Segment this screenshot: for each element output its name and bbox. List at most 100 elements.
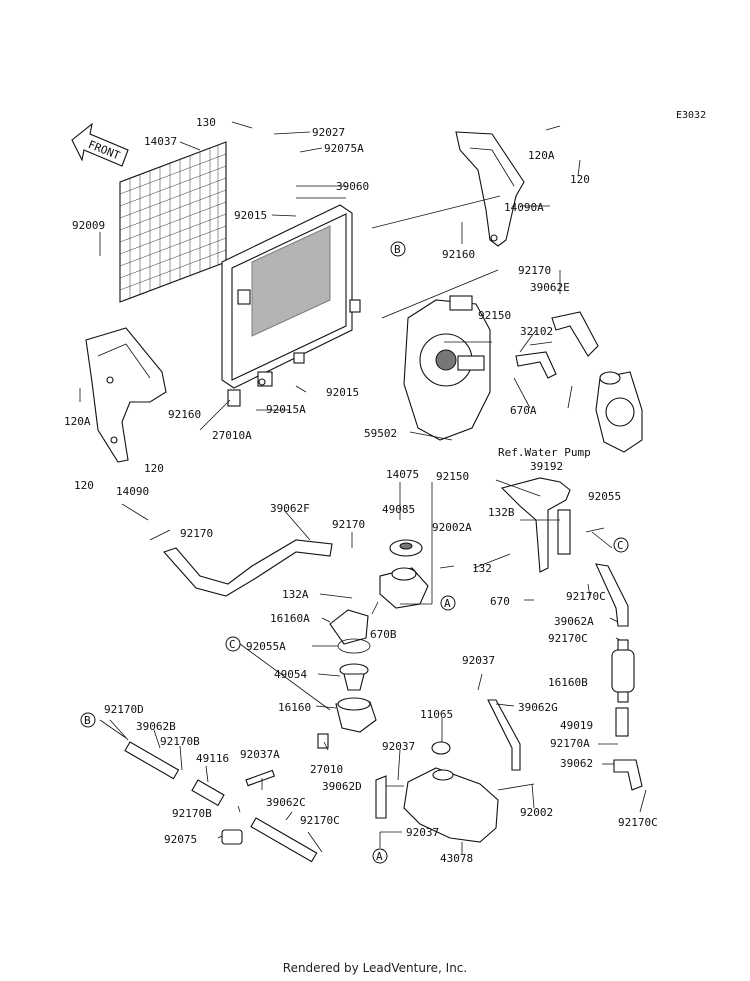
part-label: 39062A [554,615,594,628]
hose-39062F [163,539,333,597]
part-label: 27010A [212,429,252,442]
part-label: 92160 [442,248,475,261]
ref-marker-B-2: B [80,712,96,728]
part-label: 92075 [164,833,197,846]
filler-neck-49085 [389,539,423,557]
grommet-92075 [221,829,243,845]
housing-16160A [329,609,369,645]
part-label: 92160 [168,408,201,421]
part-label: 32102 [520,325,553,338]
part-label: 92170B [160,735,200,748]
part-label: 39062F [270,502,310,515]
part-label: 670 [490,595,510,608]
ref-marker-A-2: A [372,848,388,864]
pipe-32102 [515,351,557,379]
part-label: 39062G [518,701,558,714]
part-label: 120A [64,415,91,428]
part-label: 49054 [274,668,307,681]
radiator-screen [119,141,227,303]
water-pump-housing [595,371,643,453]
ref-marker-C-2: C [225,636,241,652]
part-label: 92009 [72,219,105,232]
part-label: 92015 [326,386,359,399]
right-shroud [455,131,525,247]
part-label: 132B [488,506,515,519]
part-label: 92055 [588,490,621,503]
part-label: 92170 [180,527,213,540]
part-label: 120 [570,173,590,186]
part-label: 92002 [520,806,553,819]
ref-water-pump-note: Ref.Water Pump [498,446,591,459]
part-label: 92170D [104,703,144,716]
part-label: 120 [144,462,164,475]
part-label: 59502 [364,427,397,440]
part-label: 92002A [432,521,472,534]
part-label: 92037A [240,748,280,761]
part-label: 16160B [548,676,588,689]
cap-11065 [431,741,451,755]
footer-credit: Rendered by LeadVenture, Inc. [282,961,468,975]
hose-39062G [487,699,521,771]
part-label: 120A [528,149,555,162]
thermostat-cover-14075 [379,567,429,609]
part-label: 39062 [560,757,593,770]
left-shroud [85,327,167,463]
part-label: 92170C [300,814,340,827]
part-label: 130 [196,116,216,129]
part-label: 43078 [440,852,473,865]
front-arrow-icon: FRONT [71,122,129,167]
hose-39062B [124,741,180,780]
water-pump-cover [403,295,491,441]
diagram-code: E3032 [676,110,707,121]
sensor-27010A [227,389,241,407]
part-label: 92150 [436,470,469,483]
leader-lines [79,121,647,854]
part-label: 92170 [518,264,551,277]
part-labels: 130 92027 92075A 14037 39060 92015 92009… [64,116,658,865]
reservoir-tank-43078 [403,767,499,843]
part-label: 14090A [504,201,544,214]
ref-marker-C-1: C [613,537,629,553]
hose-39062C [250,817,318,863]
sensor-27010 [317,733,329,749]
part-label: 92150 [478,309,511,322]
part-label: 11065 [420,708,453,721]
part-label: 670A [510,404,537,417]
part-label: 14090 [116,485,149,498]
hose-39062E [551,311,599,357]
hose-39062D [375,775,387,819]
part-label: 92170 [332,518,365,531]
part-label: 14075 [386,468,419,481]
part-label: 92170C [566,590,606,603]
clip-92037A [245,769,276,787]
svg-text:A: A [444,597,451,610]
part-label: 92170A [550,737,590,750]
pipe-39192 [500,477,571,573]
part-label: 92170B [172,807,212,820]
ref-marker-B-1: B [390,241,406,257]
housing-16160 [335,697,377,733]
valve-49116 [191,779,225,807]
svg-text:C: C [229,638,236,651]
part-label: 49116 [196,752,229,765]
part-label: 92027 [312,126,345,139]
svg-text:A: A [376,850,383,863]
svg-text:C: C [617,539,624,552]
part-label: 670B [370,628,397,641]
part-label: 92037 [406,826,439,839]
part-label: 39062D [322,780,362,793]
part-label: 16160 [278,701,311,714]
part-label: 39062C [266,796,306,809]
hose-39062A [595,563,629,627]
part-label: 92037 [382,740,415,753]
part-label: 92015A [266,403,306,416]
valve-49019 [615,707,629,737]
part-label: 92015 [234,209,267,222]
part-label: 16160A [270,612,310,625]
part-label: 49019 [560,719,593,732]
part-label: 49085 [382,503,415,516]
part-label: 132 [472,562,492,575]
part-label: 27010 [310,763,343,776]
part-label: 92170C [618,816,658,829]
